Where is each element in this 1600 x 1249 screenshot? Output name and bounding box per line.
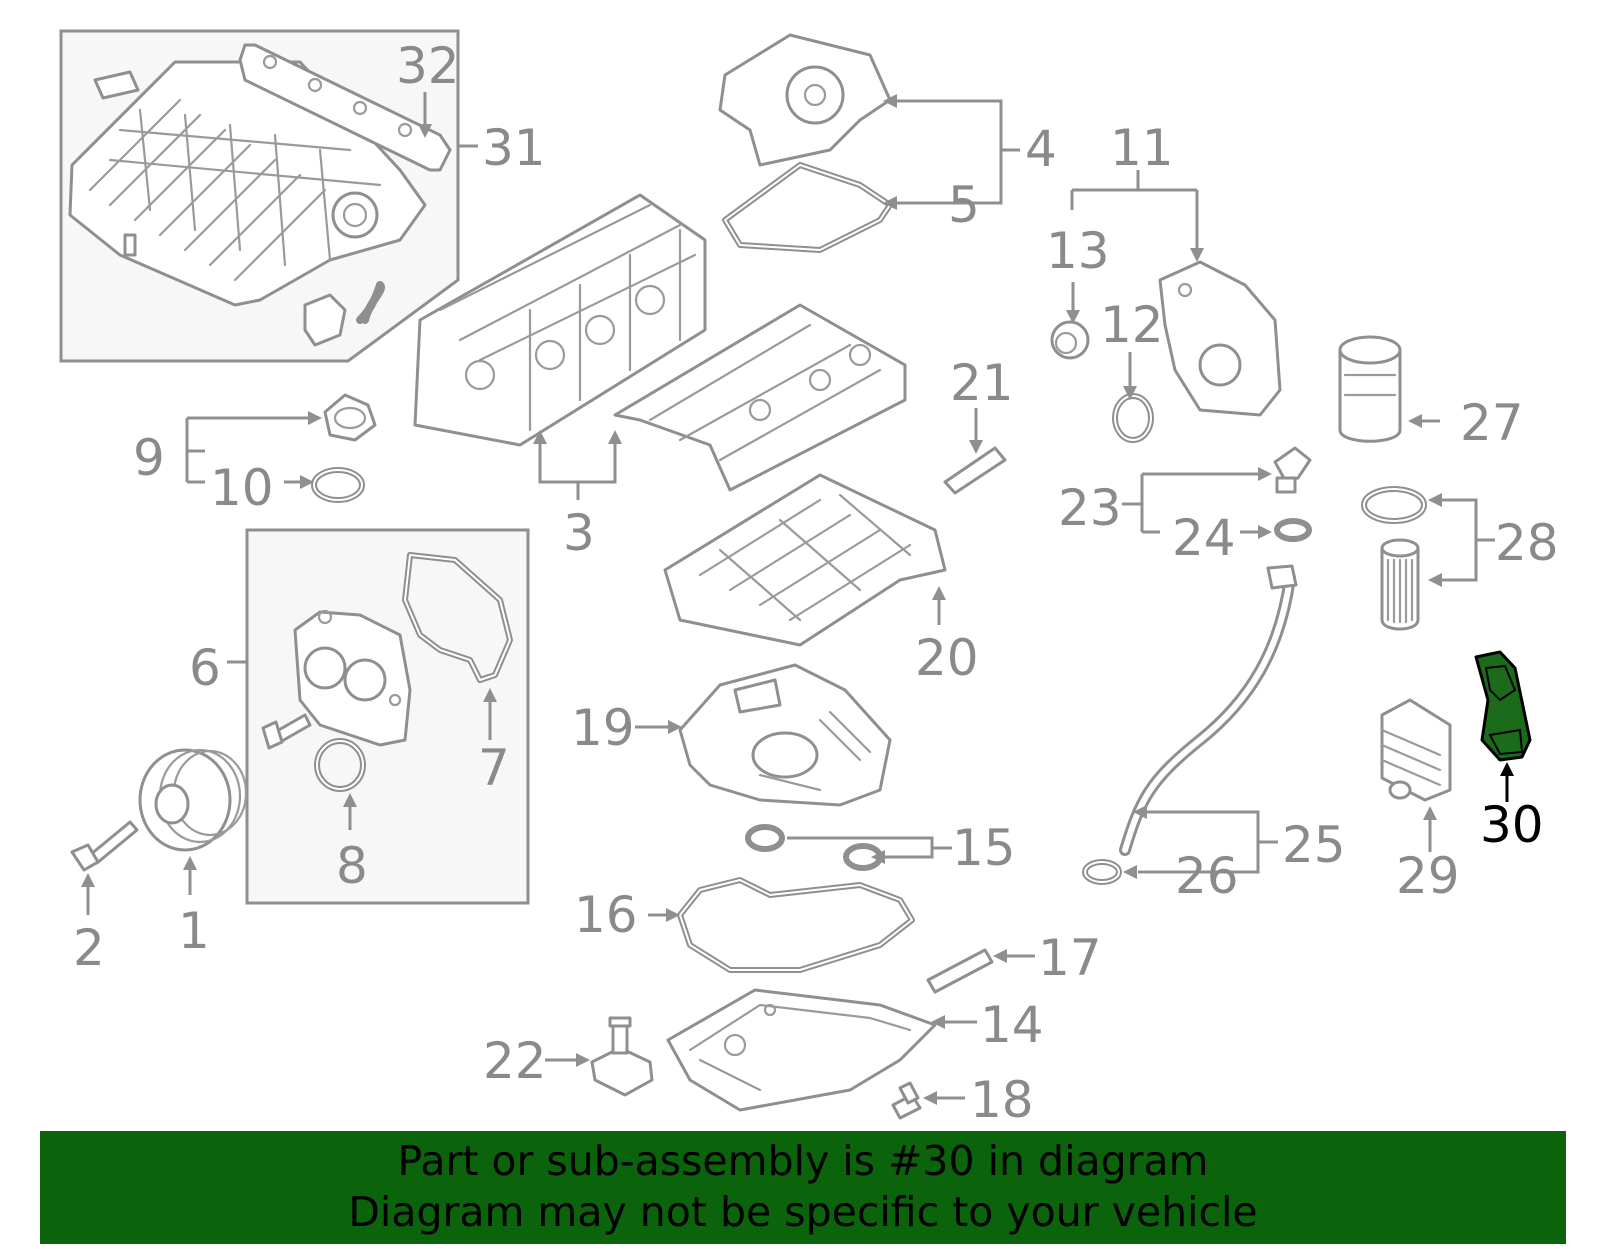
label-23: 23 <box>1058 479 1122 537</box>
banner-line-1: Part or sub-assembly is #30 in diagram <box>397 1137 1209 1185</box>
label-32: 32 <box>396 37 460 95</box>
cover-gasket-7 <box>402 552 513 683</box>
seal-15a <box>745 824 785 852</box>
label-16: 16 <box>574 886 638 944</box>
hose-31 <box>356 281 385 324</box>
label-12: 12 <box>1100 296 1164 354</box>
oil-pan-lower-14 <box>666 988 937 1112</box>
label-25: 25 <box>1282 816 1346 874</box>
bolt-18 <box>891 1081 922 1120</box>
label-13: 13 <box>1046 222 1110 280</box>
label-29: 29 <box>1396 847 1460 905</box>
label-24: 24 <box>1172 509 1236 567</box>
label-2: 2 <box>73 919 105 977</box>
label-11: 11 <box>1110 119 1174 177</box>
label-9: 9 <box>133 429 165 487</box>
housing-4 <box>718 33 892 167</box>
label-21: 21 <box>950 354 1014 412</box>
filter-element-28 <box>1380 538 1420 631</box>
label-31: 31 <box>482 119 546 177</box>
label-7: 7 <box>478 739 510 797</box>
oil-filter-27 <box>1338 335 1402 443</box>
label-4: 4 <box>1025 120 1057 178</box>
label-8: 8 <box>336 837 368 895</box>
label-28: 28 <box>1495 514 1559 572</box>
sensor-31 <box>303 293 347 347</box>
plug-13 <box>1050 320 1090 360</box>
highlighted-part-30 <box>1474 650 1532 762</box>
cylinder-head-3 <box>413 193 707 447</box>
sealant-17 <box>926 948 994 994</box>
bolt-6 <box>261 713 312 750</box>
drain-plug-23 <box>1273 446 1312 494</box>
label-19: 19 <box>571 699 635 757</box>
label-20: 20 <box>915 629 979 687</box>
valve-cover-3 <box>613 303 907 492</box>
label-30-highlighted: 30 <box>1480 796 1544 854</box>
pulley-1 <box>138 748 248 852</box>
washer-24 <box>1274 518 1312 542</box>
sealant-tube-21 <box>943 446 1007 495</box>
label-27: 27 <box>1460 394 1524 452</box>
intake-gasket <box>238 43 452 172</box>
label-15: 15 <box>952 819 1016 877</box>
label-17: 17 <box>1038 929 1102 987</box>
timing-cover-6 <box>293 609 412 747</box>
label-3: 3 <box>563 504 595 562</box>
oil-pan-gasket-16 <box>677 877 915 973</box>
banner-line-2: Diagram may not be specific to your vehi… <box>348 1188 1258 1236</box>
label-14: 14 <box>980 996 1044 1054</box>
label-6: 6 <box>189 639 221 697</box>
oil-pump-19 <box>678 663 892 807</box>
oil-level-sensor-22 <box>590 1016 654 1097</box>
label-26: 26 <box>1175 847 1239 905</box>
oil-cap-9 <box>323 393 377 442</box>
bolt-2 <box>70 820 139 872</box>
dipstick-tube-25 <box>1119 564 1298 856</box>
info-banner: Part or sub-assembly is #30 in diagram D… <box>40 1131 1566 1244</box>
label-22: 22 <box>483 1032 547 1090</box>
oil-cooler-29 <box>1380 698 1452 802</box>
oil-pan-upper-20 <box>663 473 947 647</box>
timing-case-11 <box>1158 260 1282 417</box>
label-10: 10 <box>210 459 274 517</box>
label-18: 18 <box>970 1071 1034 1129</box>
label-5: 5 <box>948 176 980 234</box>
gasket-5 <box>722 162 893 253</box>
label-1: 1 <box>178 902 210 960</box>
